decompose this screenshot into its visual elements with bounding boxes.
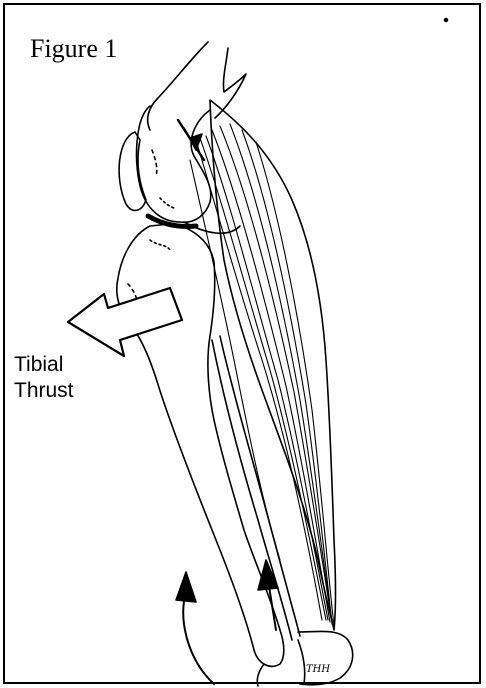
- muscle-fibers: [190, 124, 334, 626]
- tibia-outline: [117, 224, 284, 666]
- femur-outline: [148, 42, 208, 130]
- heel-outline: [298, 631, 353, 684]
- tibial-thrust-arrow: [68, 288, 182, 356]
- artist-signature: THH: [306, 664, 330, 675]
- fibula-outline: [212, 340, 292, 640]
- rotation-arrow-curve: [183, 592, 214, 684]
- calf-muscle-outline: [210, 100, 336, 630]
- rotation-arrow-head: [176, 572, 196, 602]
- patella-outline: [119, 132, 146, 210]
